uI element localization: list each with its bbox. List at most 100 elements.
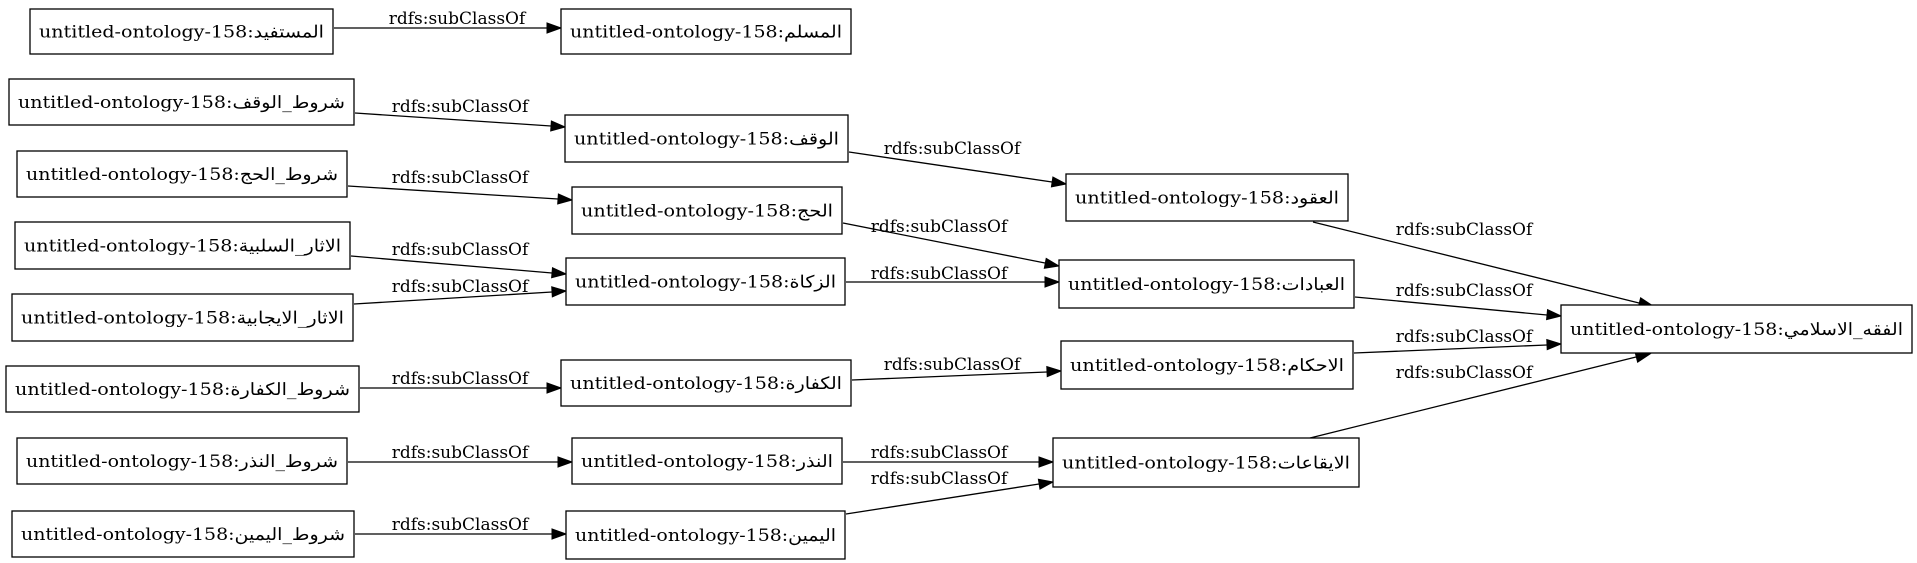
arrowhead-icon <box>546 22 563 34</box>
edge-shurut_waqf-to-waqf: rdfs:subClassOf <box>354 97 567 132</box>
node-box <box>571 437 843 485</box>
class-node-uqud[interactable]: untitled-ontology-158:العقود <box>1065 173 1349 222</box>
edge-line <box>350 255 553 274</box>
node-label: untitled-ontology-158:الحج <box>581 202 833 222</box>
edge-waqf-to-uqud: rdfs:subClassOf <box>848 139 1068 188</box>
edge-label: rdfs:subClassOf <box>392 515 530 535</box>
node-label: untitled-ontology-158:الاثار_السلبية <box>24 237 341 257</box>
edge-line <box>1354 296 1548 316</box>
node-label: untitled-ontology-158:العقود <box>1075 189 1339 209</box>
node-label: untitled-ontology-158:المسلم <box>570 23 842 43</box>
node-box <box>565 510 846 560</box>
edge-shurut_kaffara-to-kaffara: rdfs:subClassOf <box>360 369 563 394</box>
class-node-ahkam[interactable]: untitled-ontology-158:الاحكام <box>1060 340 1354 390</box>
class-node-nadhr[interactable]: untitled-ontology-158:النذر <box>571 437 843 485</box>
class-node-mustafid[interactable]: untitled-ontology-158:المستفيد <box>29 8 334 55</box>
arrowhead-icon <box>1546 338 1563 351</box>
node-label: untitled-ontology-158:الفقه_الاسلامي <box>1570 320 1903 340</box>
class-node-iqaat[interactable]: untitled-ontology-158:الايقاعات <box>1052 437 1360 488</box>
edge-line <box>851 371 1048 381</box>
arrowhead-icon <box>557 193 574 205</box>
node-box <box>11 510 355 558</box>
node-label: untitled-ontology-158:شروط_اليمين <box>21 525 345 545</box>
node-box <box>16 150 348 198</box>
edge-line <box>354 112 552 127</box>
edge-label: rdfs:subClassOf <box>392 443 530 463</box>
arrowhead-icon <box>1046 365 1063 378</box>
node-label: untitled-ontology-158:الاثار_الايجابية <box>21 309 344 329</box>
class-node-kaffara[interactable]: untitled-ontology-158:الكفارة <box>560 359 852 407</box>
class-node-athar_salbiya[interactable]: untitled-ontology-158:الاثار_السلبية <box>14 221 351 270</box>
arrowhead-icon <box>1037 478 1055 490</box>
node-box <box>560 8 852 55</box>
arrowhead-icon <box>1038 456 1055 468</box>
node-label: untitled-ontology-158:الايقاعات <box>1062 454 1350 474</box>
node-box <box>8 78 355 126</box>
edge-label: rdfs:subClassOf <box>871 469 1009 489</box>
class-node-fiqh[interactable]: untitled-ontology-158:الفقه_الاسلامي <box>1560 304 1913 354</box>
node-label: untitled-ontology-158:اليمين <box>575 526 836 546</box>
edge-shurut_hajj-to-hajj: rdfs:subClassOf <box>347 168 574 205</box>
edge-label: rdfs:subClassOf <box>871 264 1009 284</box>
node-box <box>1052 437 1360 488</box>
arrowhead-icon <box>546 382 563 394</box>
edge-hajj-to-ibadat: rdfs:subClassOf <box>842 217 1061 269</box>
edge-label: rdfs:subClassOf <box>1396 327 1534 347</box>
arrowhead-icon <box>551 528 568 540</box>
edge-shurut_nadhr-to-nadhr: rdfs:subClassOf <box>348 443 574 468</box>
node-box <box>1058 259 1355 309</box>
edge-line <box>845 483 1040 515</box>
node-label: untitled-ontology-158:شروط_الحج <box>26 165 338 185</box>
class-node-waqf[interactable]: untitled-ontology-158:الوقف <box>564 114 849 163</box>
node-label: untitled-ontology-158:الوقف <box>574 130 839 150</box>
class-node-muslim[interactable]: untitled-ontology-158:المسلم <box>560 8 852 55</box>
edge-label: rdfs:subClassOf <box>884 139 1022 159</box>
edge-line <box>1312 221 1640 304</box>
node-label: untitled-ontology-158:العبادات <box>1068 275 1345 295</box>
arrowhead-icon <box>1050 176 1068 188</box>
edge-kaffara-to-ahkam: rdfs:subClassOf <box>851 355 1063 381</box>
node-box <box>564 114 849 163</box>
class-node-athar_ijabiya[interactable]: untitled-ontology-158:الاثار_الايجابية <box>11 293 354 342</box>
arrowhead-icon <box>551 286 568 298</box>
class-node-shurut_kaffara[interactable]: untitled-ontology-158:شروط_الكفارة <box>5 365 360 413</box>
node-label: untitled-ontology-158:المستفيد <box>39 23 324 43</box>
node-label: untitled-ontology-158:شروط_النذر <box>26 452 338 472</box>
edge-line <box>1309 356 1637 439</box>
edge-label: rdfs:subClassOf <box>392 168 530 188</box>
edge-yamin-to-iqaat: rdfs:subClassOf <box>845 469 1055 515</box>
edge-ahkam-to-fiqh: rdfs:subClassOf <box>1353 327 1563 354</box>
nodes-layer: untitled-ontology-158:المستفيد untitled-o… <box>5 8 1913 560</box>
edge-iqaat-to-fiqh: rdfs:subClassOf <box>1309 351 1652 439</box>
arrowhead-icon <box>551 267 568 279</box>
class-node-zakat[interactable]: untitled-ontology-158:الزكاة <box>565 257 846 306</box>
edge-line <box>848 151 1053 183</box>
edge-label: rdfs:subClassOf <box>1396 281 1534 301</box>
edge-label: rdfs:subClassOf <box>1396 363 1534 383</box>
edge-line <box>353 291 553 305</box>
node-box <box>560 359 852 407</box>
class-node-ibadat[interactable]: untitled-ontology-158:العبادات <box>1058 259 1355 309</box>
class-node-shurut_hajj[interactable]: untitled-ontology-158:شروط_الحج <box>16 150 348 198</box>
class-node-shurut_nadhr[interactable]: untitled-ontology-158:شروط_النذر <box>16 437 348 485</box>
class-node-hajj[interactable]: untitled-ontology-158:الحج <box>571 186 843 235</box>
arrowhead-icon <box>550 120 567 132</box>
edge-label: rdfs:subClassOf <box>871 217 1009 237</box>
class-node-yamin[interactable]: untitled-ontology-158:اليمين <box>565 510 846 560</box>
node-label: untitled-ontology-158:النذر <box>581 452 833 472</box>
edge-mustafid-to-muslim: rdfs:subClassOf <box>334 9 563 34</box>
edge-label: rdfs:subClassOf <box>392 277 530 297</box>
node-label: untitled-ontology-158:شروط_الكفارة <box>15 380 350 400</box>
node-label: untitled-ontology-158:الكفارة <box>570 374 842 394</box>
class-node-shurut_waqf[interactable]: untitled-ontology-158:شروط_الوقف <box>8 78 355 126</box>
edge-athar_ijabiya-to-zakat: rdfs:subClassOf <box>353 277 568 305</box>
edges-layer: rdfs:subClassOf rdfs:subClassOf rdfs:subCl… <box>334 9 1655 540</box>
node-box <box>1060 340 1354 390</box>
node-label: untitled-ontology-158:شروط_الوقف <box>18 93 345 113</box>
edge-line <box>842 222 1046 264</box>
node-box <box>16 437 348 485</box>
class-node-shurut_yamin[interactable]: untitled-ontology-158:شروط_اليمين <box>11 510 355 558</box>
edge-label: rdfs:subClassOf <box>1396 220 1534 240</box>
arrowhead-icon <box>1546 308 1563 321</box>
